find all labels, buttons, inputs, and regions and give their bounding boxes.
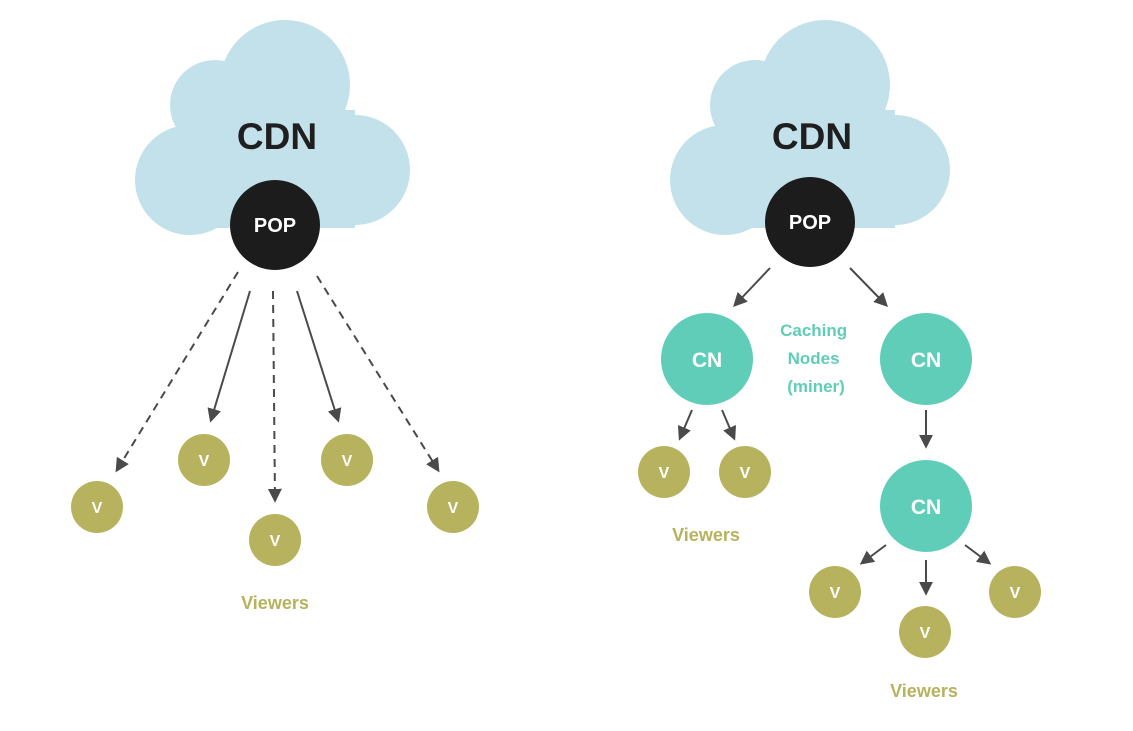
left-viewer-2-label: V (199, 453, 210, 470)
right-edge-cn3-v3 (859, 544, 887, 565)
left-edge-solid-2 (296, 290, 342, 423)
right-viewer-4: V (899, 606, 951, 658)
right-edge-cn3-v5 (964, 544, 992, 565)
left-viewer-5: V (427, 481, 479, 533)
left-edge-dashed-2 (267, 290, 282, 503)
left-viewer-4: V (321, 434, 373, 486)
caching-nodes-label: Caching Nodes (miner) (780, 321, 852, 396)
right-caching-node-1-label: CN (692, 349, 722, 372)
left-edge-solid-1 (207, 290, 251, 423)
right-edge-pop-cn1 (733, 267, 771, 308)
right-viewer-2-label: V (740, 465, 751, 482)
left-viewers-caption: Viewers (241, 593, 309, 613)
right-viewer-3: V (809, 566, 861, 618)
caching-label-line-2: Nodes (788, 349, 840, 368)
left-viewer-2: V (178, 434, 230, 486)
right-viewer-4-label: V (920, 625, 931, 642)
right-caching-node-3: CN (880, 460, 972, 552)
left-viewer-4-label: V (342, 453, 353, 470)
right-viewers-caption-1: Viewers (672, 525, 740, 545)
right-viewers-caption-2: Viewers (890, 681, 958, 701)
left-pop-label: POP (254, 215, 296, 237)
left-edge-dashed-3 (316, 275, 440, 473)
right-viewer-5: V (989, 566, 1041, 618)
right-caching-node-2: CN (880, 313, 972, 405)
right-viewer-1: V (638, 446, 690, 498)
left-viewer-3-label: V (270, 533, 281, 550)
right-caching-node-2-label: CN (911, 349, 941, 372)
left-edge-dashed-1 (115, 271, 239, 473)
left-viewer-5-label: V (448, 500, 459, 517)
left-cdn-group: CDN POP V V V V V Viewer (71, 20, 479, 613)
left-viewer-1-label: V (92, 500, 103, 517)
right-cdn-group: CDN POP CN CN CN Caching Nodes (mine (638, 20, 1041, 701)
left-viewer-3: V (249, 514, 301, 566)
caching-label-line-3: (miner) (787, 377, 845, 396)
right-pop-node: POP (765, 177, 855, 267)
right-viewer-1-label: V (659, 465, 670, 482)
left-cloud-label: CDN (237, 116, 317, 157)
right-viewer-3-label: V (830, 585, 841, 602)
right-viewer-5-label: V (1010, 585, 1021, 602)
caching-label-line-1: Caching (780, 321, 847, 340)
right-caching-node-1: CN (661, 313, 753, 405)
right-edge-cn1-v1 (677, 409, 693, 441)
right-edge-cn1-v2 (721, 409, 737, 441)
left-pop-node: POP (230, 180, 320, 270)
right-caching-node-3-label: CN (911, 496, 941, 519)
right-viewer-2: V (719, 446, 771, 498)
left-viewer-1: V (71, 481, 123, 533)
right-cloud-label: CDN (772, 116, 852, 157)
right-edge-pop-cn2 (849, 267, 888, 308)
right-pop-label: POP (789, 212, 831, 234)
